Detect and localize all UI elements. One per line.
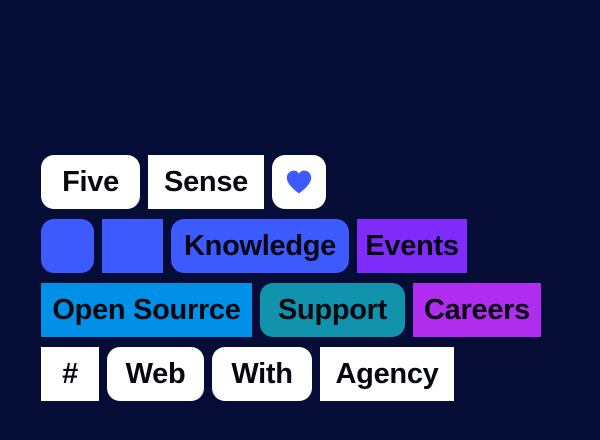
tag-blank-blue-rounded[interactable] [41,219,94,273]
tag-hash-label: # [62,357,78,390]
row-1: Five Sense [41,155,541,209]
tag-support[interactable]: Support [260,283,405,337]
tag-events-label: Events [365,229,459,262]
tag-support-label: Support [277,293,388,326]
tag-agency-label: Agency [335,357,439,390]
tag-web[interactable]: Web [107,347,204,401]
tag-careers-label: Careers [424,293,530,326]
tag-careers[interactable]: Careers [413,283,541,337]
row-2: Knowledge Events [41,219,541,273]
heart-icon [286,170,312,194]
tag-knowledge-label: Knowledge [184,229,336,262]
row-4: # Web With Agency [41,347,541,401]
tag-five-label: Five [62,165,119,198]
tag-sense-label: Sense [164,165,248,198]
tag-open-sourrce-label: Open Sourrce [52,293,241,326]
tag-heart[interactable] [272,155,326,209]
tag-blank-blue-square[interactable] [102,219,163,273]
tag-five[interactable]: Five [41,155,140,209]
tag-with-label: With [231,357,293,390]
tag-events[interactable]: Events [357,219,467,273]
row-3: Open Sourrce Support Careers [41,283,541,337]
tag-open-sourrce[interactable]: Open Sourrce [41,283,252,337]
tag-sense[interactable]: Sense [148,155,264,209]
tag-with[interactable]: With [212,347,312,401]
tag-knowledge[interactable]: Knowledge [171,219,349,273]
tag-web-label: Web [125,357,186,390]
tag-hash[interactable]: # [41,347,99,401]
tag-agency[interactable]: Agency [320,347,454,401]
